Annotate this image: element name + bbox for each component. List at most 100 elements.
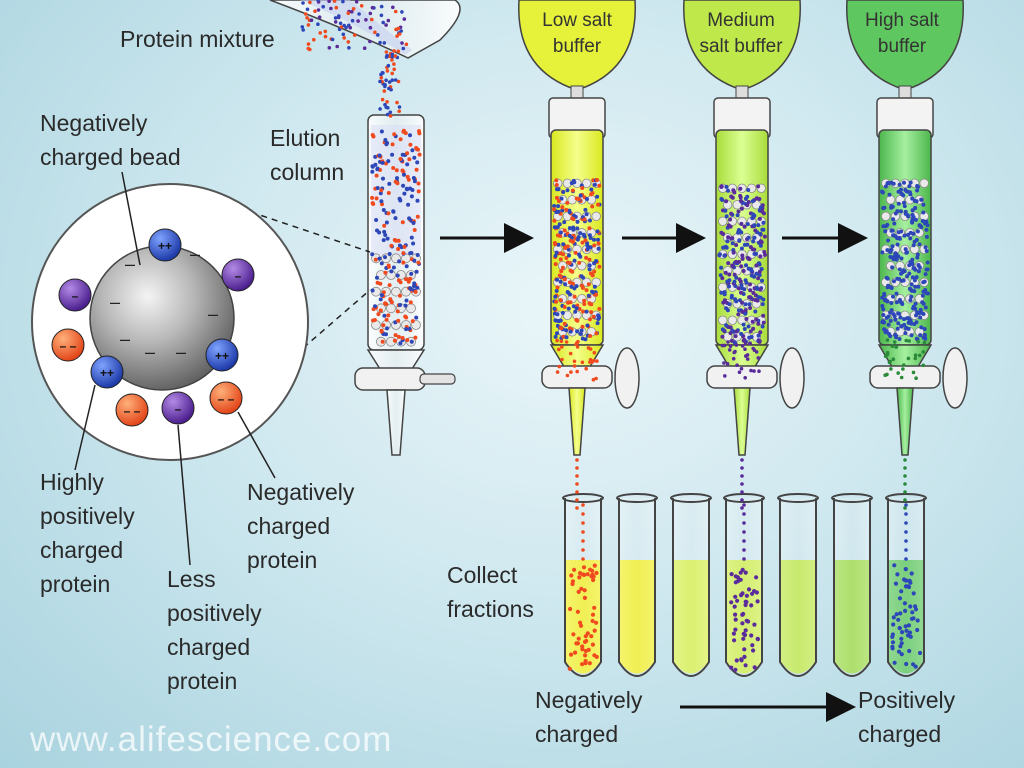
protein-dot bbox=[378, 281, 383, 286]
protein-dot bbox=[414, 167, 419, 172]
protein-dot bbox=[729, 572, 734, 577]
protein-dot bbox=[897, 311, 901, 316]
protein-dot bbox=[746, 200, 751, 204]
protein-dot bbox=[732, 272, 737, 277]
protein-dot bbox=[729, 665, 734, 670]
resin-bead bbox=[718, 282, 728, 293]
drip-dot bbox=[742, 521, 746, 525]
drip-dot bbox=[742, 557, 746, 561]
protein-dot bbox=[742, 327, 747, 331]
protein-dot bbox=[327, 0, 331, 3]
protein-dot bbox=[316, 22, 320, 27]
protein-dot bbox=[568, 351, 573, 356]
protein-dot bbox=[398, 293, 402, 298]
stopcock-handle bbox=[942, 347, 968, 409]
protein-dot bbox=[396, 334, 401, 339]
protein-dot bbox=[390, 142, 395, 147]
protein-dot bbox=[580, 186, 585, 190]
protein-dot bbox=[902, 233, 907, 238]
protein-dot bbox=[744, 280, 749, 285]
protein-dot bbox=[890, 244, 895, 249]
protein-dot bbox=[724, 199, 729, 204]
protein-dot bbox=[733, 594, 738, 599]
protein-dot bbox=[393, 333, 398, 338]
protein-dot bbox=[901, 367, 905, 371]
protein-dot bbox=[370, 5, 375, 10]
protein-dot bbox=[899, 256, 904, 261]
protein-dot bbox=[397, 196, 402, 201]
protein-dot bbox=[375, 186, 380, 190]
protein-dot bbox=[378, 40, 382, 45]
protein-dot bbox=[754, 251, 758, 256]
protein-dot bbox=[742, 337, 747, 342]
protein-dot bbox=[726, 340, 730, 344]
protein-dot bbox=[743, 602, 748, 608]
resin-bead bbox=[562, 310, 573, 321]
pouring-stream bbox=[378, 49, 402, 118]
protein-dot bbox=[751, 648, 756, 653]
protein-dot bbox=[397, 32, 402, 36]
protein-dot bbox=[393, 216, 398, 221]
protein-dot bbox=[583, 659, 588, 664]
protein-dot bbox=[570, 188, 575, 193]
protein-dot bbox=[748, 288, 753, 293]
stopcock-handle bbox=[419, 373, 456, 385]
protein-dot bbox=[747, 302, 752, 307]
protein-dot bbox=[592, 653, 597, 658]
protein-dot bbox=[905, 274, 910, 279]
protein-dot bbox=[391, 5, 395, 10]
protein-dot bbox=[912, 289, 917, 294]
stopcock-body bbox=[869, 365, 941, 389]
protein-dot bbox=[577, 307, 582, 311]
protein-dot bbox=[386, 63, 391, 68]
protein-dot bbox=[908, 580, 913, 585]
protein-dot bbox=[750, 199, 755, 204]
protein-dot bbox=[906, 584, 912, 590]
protein-dot bbox=[909, 282, 914, 287]
protein-dot bbox=[733, 297, 738, 302]
tube-rim bbox=[562, 493, 604, 503]
protein-dot bbox=[746, 619, 751, 624]
protein-dot bbox=[730, 241, 735, 246]
protein-dot bbox=[395, 273, 400, 278]
resin-bead bbox=[581, 178, 592, 189]
protein-dot bbox=[747, 335, 752, 340]
protein-dot bbox=[595, 178, 599, 182]
protein-dot bbox=[892, 660, 897, 665]
protein-dot bbox=[396, 247, 401, 251]
protein-dot bbox=[741, 631, 746, 637]
column-proteins bbox=[370, 128, 422, 346]
protein-dot bbox=[384, 78, 388, 83]
protein-dot bbox=[891, 181, 896, 186]
protein-dot bbox=[397, 109, 402, 113]
protein-dot bbox=[907, 271, 912, 276]
protein-dot bbox=[406, 202, 411, 207]
drip-dot bbox=[904, 530, 908, 534]
protein-dot bbox=[565, 200, 570, 205]
protein-dot bbox=[379, 261, 384, 266]
protein-dot bbox=[564, 207, 569, 212]
protein-dot bbox=[567, 253, 571, 258]
protein-dot bbox=[882, 327, 887, 332]
protein-dot bbox=[722, 292, 727, 297]
protein-dot bbox=[571, 281, 575, 286]
protein-dot bbox=[350, 18, 355, 23]
protein-dot bbox=[384, 23, 388, 27]
protein-dot bbox=[383, 255, 387, 260]
protein-dot bbox=[925, 260, 930, 265]
protein-dot bbox=[745, 194, 750, 199]
protein-dot bbox=[567, 280, 572, 285]
protein-dot bbox=[371, 134, 376, 139]
protein-dot bbox=[390, 52, 395, 57]
protein-dot bbox=[913, 306, 918, 311]
protein-dot bbox=[589, 310, 594, 315]
protein-dot bbox=[894, 257, 899, 262]
protein-dot bbox=[737, 370, 742, 375]
drip-dot bbox=[575, 482, 579, 486]
protein-dot bbox=[923, 245, 928, 250]
drip-dot bbox=[575, 498, 579, 502]
drip-dot bbox=[740, 458, 744, 462]
protein-dot bbox=[588, 347, 593, 351]
